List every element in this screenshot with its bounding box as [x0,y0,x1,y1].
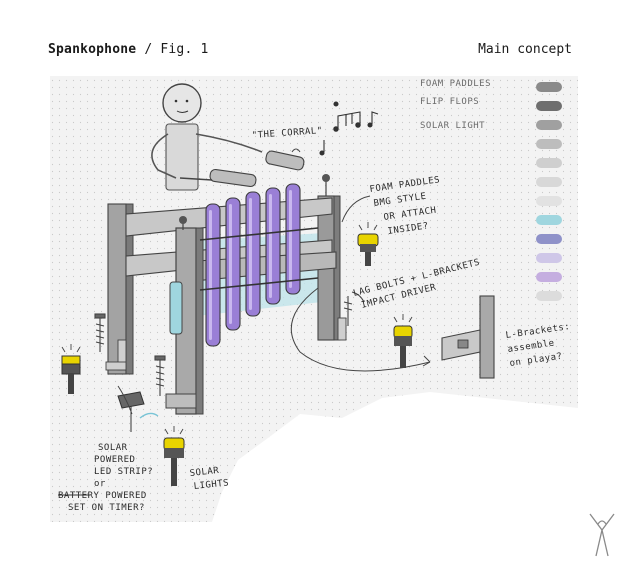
color-swatch [536,272,562,282]
note-solar-strip-5: BATTERY POWERED [58,491,147,501]
purple-tube [206,204,220,346]
color-swatch [536,196,562,206]
tube-highlight [249,198,252,310]
purple-tube [226,198,240,330]
color-swatch [536,215,562,225]
note-foam-paddles: FOAM PADDLES [420,79,491,89]
color-swatch [536,158,562,168]
purple-tube [286,184,300,294]
color-swatch [536,291,562,301]
purple-tube [246,192,260,316]
note-solar-strip-3: LED STRIP? [94,467,153,477]
purple-tube [266,188,280,304]
color-swatch [536,177,562,187]
note-solar-strip-1: SOLAR [98,443,128,453]
led-strip-tube [170,282,182,334]
note-solar-strip-4: or [94,479,106,489]
color-swatch [536,120,562,130]
color-swatch [536,82,562,92]
color-swatch [536,253,562,263]
note-flip-flops: FLIP FLOPS [420,97,479,107]
note-solar-strip-2: POWERED [94,455,135,465]
logo-icon [590,514,614,556]
color-swatch [536,234,562,244]
note-solar-light: SOLAR LIGHT [420,121,485,131]
tube-highlight [209,210,212,340]
color-swatch [536,101,562,111]
tube-highlight [289,190,292,288]
note-solar-strip-6: SET ON TIMER? [68,503,145,513]
tube-highlight [229,204,232,324]
color-swatch [536,139,562,149]
